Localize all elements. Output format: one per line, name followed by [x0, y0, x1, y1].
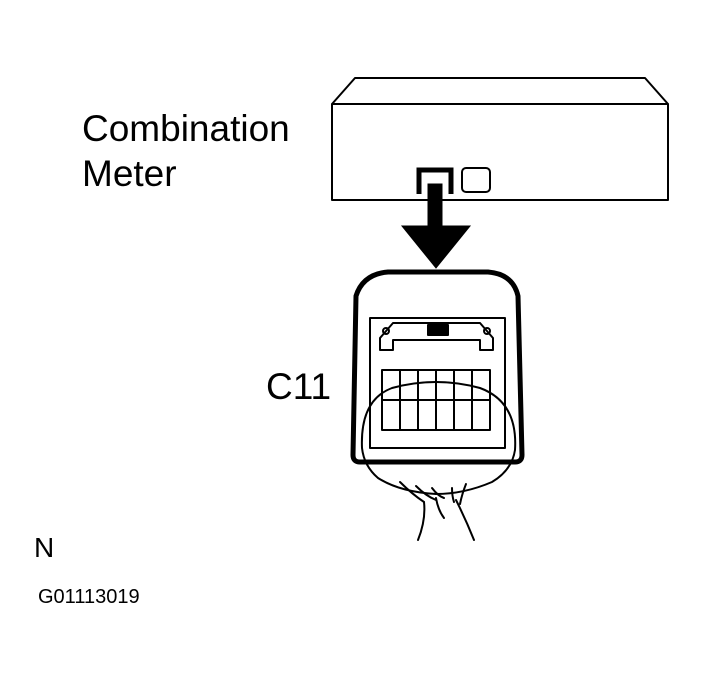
connection-arrow [400, 183, 472, 269]
combination-meter [331, 77, 669, 201]
connector-terminal-grid [381, 369, 491, 431]
combination-meter-label: Combination Meter [82, 106, 290, 196]
combination-meter-label-line-1: Combination [82, 108, 290, 149]
combination-meter-label-line-2: Meter [82, 153, 177, 194]
connector-latch [379, 322, 494, 351]
wire-harness [360, 381, 517, 541]
orientation-mark: N [34, 532, 55, 563]
meter-connector-sockets [416, 167, 491, 194]
figure-code: G01113019 [38, 586, 140, 608]
connector-c11-label: C11 [266, 366, 332, 407]
connector-c11 [350, 269, 525, 465]
